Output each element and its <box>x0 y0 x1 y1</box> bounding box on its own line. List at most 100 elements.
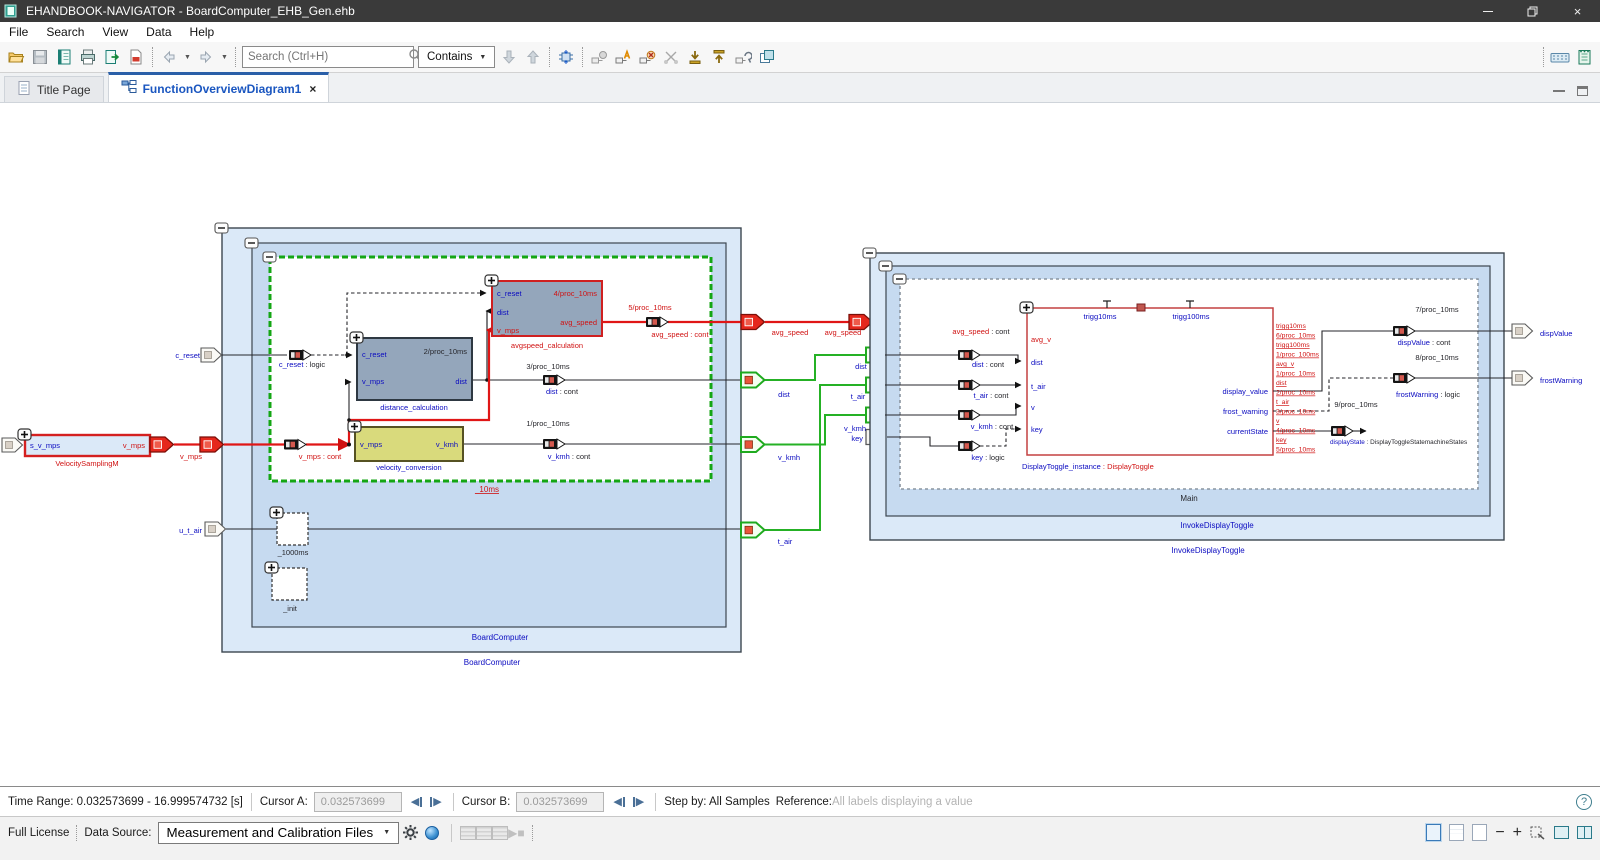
collapse-task-10ms[interactable] <box>262 251 277 263</box>
notes-button[interactable] <box>1572 45 1596 69</box>
find-next-button[interactable] <box>497 45 521 69</box>
expand-avgspeed-calculation[interactable] <box>484 274 499 287</box>
zoom-in-button[interactable]: + <box>1512 823 1522 841</box>
actual-size-button[interactable] <box>1472 824 1488 841</box>
task-init-box[interactable] <box>271 567 308 601</box>
menu-data[interactable]: Data <box>146 25 172 39</box>
pdf-export-button[interactable] <box>124 45 148 69</box>
play-icon[interactable]: ▶ <box>508 825 518 840</box>
data-source-dropdown[interactable]: Measurement and Calibration Files ▼ <box>157 821 400 844</box>
nav-back-button[interactable] <box>157 45 181 69</box>
cursor-a-step-forward[interactable]: ▶ <box>426 795 444 808</box>
calibration-file-icon[interactable] <box>476 825 493 840</box>
connector-v-mps-1[interactable] <box>149 436 175 453</box>
keyboard-shortcuts-button[interactable] <box>1548 45 1572 69</box>
display-toggle-instance-box[interactable] <box>1026 307 1274 456</box>
port-disp-value[interactable] <box>1511 323 1534 339</box>
wire-key-r1[interactable] <box>887 436 958 447</box>
label-auto-button[interactable] <box>611 45 635 69</box>
export-button[interactable] <box>100 45 124 69</box>
wire-v-r2[interactable] <box>980 402 1022 416</box>
panel-maximize-icon[interactable] <box>1577 86 1588 96</box>
port-frost-warning[interactable] <box>1511 370 1534 386</box>
stop-icon[interactable]: ■ <box>517 825 525 840</box>
menu-view[interactable]: View <box>102 25 129 39</box>
measure-file-icon[interactable] <box>460 825 477 840</box>
diagram-canvas[interactable]: c_reset c_reset : logic u_t_air c_reset … <box>0 103 1600 786</box>
wire-distance-v-mps[interactable] <box>344 378 352 420</box>
expand-distance-calculation[interactable] <box>349 331 364 344</box>
find-previous-button[interactable] <box>521 45 545 69</box>
expand-task-init[interactable] <box>264 561 279 574</box>
restore-icon[interactable] <box>1510 0 1555 22</box>
panel-minimize-icon[interactable] <box>1553 90 1565 92</box>
tab-function-overview-diagram[interactable]: FunctionOverviewDiagram1 × <box>107 72 330 102</box>
collapse-main[interactable] <box>892 273 907 285</box>
overview-window-button[interactable] <box>1554 826 1569 839</box>
cursor-a-input[interactable] <box>313 791 402 812</box>
cursor-b-step-forward[interactable]: ▶ <box>629 795 647 808</box>
zoom-out-button[interactable]: − <box>1495 823 1505 841</box>
handbook-button[interactable] <box>52 45 76 69</box>
experiment-icon[interactable] <box>492 825 509 840</box>
cursor-b-step-back[interactable]: ◀ <box>610 795 628 808</box>
connector-t-air-out[interactable] <box>740 521 766 539</box>
velocity-conversion-block[interactable] <box>354 426 464 462</box>
split-view-button[interactable] <box>1577 826 1592 839</box>
expand-task-1000ms[interactable] <box>269 506 284 519</box>
collapse-board-computer-inner[interactable] <box>244 237 259 249</box>
menu-help[interactable]: Help <box>189 25 215 39</box>
print-button[interactable] <box>76 45 100 69</box>
minimize-icon[interactable] <box>1465 0 1510 22</box>
label-config-button[interactable] <box>731 45 755 69</box>
zoom-select-icon[interactable] <box>1530 826 1546 840</box>
tab-title-page[interactable]: Title Page <box>4 76 104 102</box>
data-sphere-icon[interactable] <box>421 822 443 844</box>
open-button[interactable] <box>4 45 28 69</box>
search-input[interactable] <box>243 51 407 63</box>
tab-close-icon[interactable]: × <box>309 81 317 96</box>
menu-file[interactable]: File <box>9 25 29 39</box>
step-out-button[interactable] <box>707 45 731 69</box>
route-dist[interactable] <box>765 354 866 381</box>
help-button[interactable]: ? <box>1576 793 1592 810</box>
connector-dist-out[interactable] <box>740 371 766 389</box>
wire-dist-r2[interactable] <box>980 354 1022 365</box>
collapse-invoke-inner[interactable] <box>878 260 893 272</box>
connector-avg-speed-out[interactable] <box>740 313 766 331</box>
wire-display-value1[interactable] <box>1273 330 1393 392</box>
close-icon[interactable]: × <box>1573 3 1582 19</box>
sync-selection-button[interactable] <box>554 45 578 69</box>
nav-forward-button[interactable] <box>194 45 218 69</box>
measure-button[interactable] <box>659 45 683 69</box>
expand-display-toggle-instance[interactable] <box>1019 301 1034 314</box>
label-delete-button[interactable] <box>635 45 659 69</box>
fit-page-button[interactable] <box>1426 824 1442 841</box>
save-button[interactable] <box>28 45 52 69</box>
port-c-reset[interactable] <box>200 347 223 363</box>
avgspeed-calculation-block[interactable] <box>491 280 603 337</box>
wire-frost-warning1[interactable] <box>1273 377 1393 412</box>
distance-calculation-block[interactable] <box>356 337 473 401</box>
cursor-a-step-back[interactable]: ◀ <box>408 795 426 808</box>
windows-button[interactable] <box>755 45 779 69</box>
collapse-invoke-outer[interactable] <box>862 247 877 259</box>
nav-forward-caret[interactable]: ▼ <box>218 45 231 69</box>
step-into-button[interactable] <box>683 45 707 69</box>
collapse-board-computer-outer[interactable] <box>214 222 229 234</box>
label-show-button[interactable] <box>587 45 611 69</box>
contains-dropdown[interactable]: Contains ▼ <box>418 46 496 68</box>
connector-v-kmh-out[interactable] <box>740 436 766 453</box>
task-1000ms-box[interactable] <box>276 512 309 546</box>
nav-back-caret[interactable]: ▼ <box>181 45 194 69</box>
settings-gear-icon[interactable] <box>399 822 421 844</box>
connector-v-mps-2[interactable] <box>199 436 225 453</box>
expand-velocity-conversion[interactable] <box>347 420 362 433</box>
route-v-kmh[interactable] <box>765 414 866 446</box>
wire-c-reset-branch[interactable] <box>346 289 487 355</box>
cursor-b-input[interactable] <box>516 791 605 812</box>
fit-width-button[interactable] <box>1449 824 1465 841</box>
wire-key-r2[interactable] <box>980 425 1022 447</box>
expand-velocity-sampling[interactable] <box>17 428 32 441</box>
route-t-air[interactable] <box>765 384 866 531</box>
